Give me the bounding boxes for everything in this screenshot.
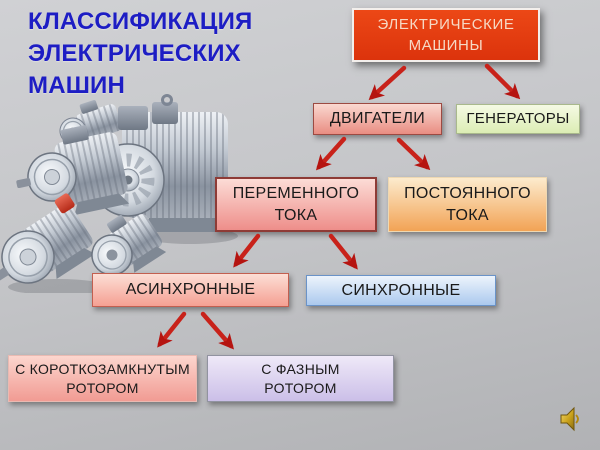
node-label: ПЕРЕМЕННОГО [232, 184, 360, 202]
speaker-icon[interactable] [557, 403, 585, 435]
arrow-motors-to-ac [315, 136, 347, 171]
arrow-async-to-wound [200, 311, 235, 350]
arrow-motors-to-dc [396, 137, 431, 171]
title-line-1: КЛАССИФИКАЦИЯ [28, 8, 253, 35]
node-label: ТОКА [446, 206, 489, 224]
red-terminal-cap [54, 193, 75, 214]
node-label: С ФАЗНЫМ [261, 360, 340, 377]
node-ac-current: ПЕРЕМЕННОГО ТОКА [215, 177, 377, 232]
motor-bottom-small [91, 214, 167, 276]
node-label: ПОСТОЯННОГО [404, 184, 531, 202]
node-label: ЭЛЕКТРИЧЕСКИЕ [377, 16, 515, 33]
node-label: МАШИНЫ [408, 37, 484, 54]
electric-motors-photo [0, 94, 238, 293]
node-squirrel-cage-rotor: С КОРОТКОЗАМКНУТЫМ РОТОРОМ [8, 355, 197, 402]
node-wound-rotor: С ФАЗНЫМ РОТОРОМ [207, 355, 394, 402]
title-line-2: ЭЛЕКТРИЧЕСКИХ [28, 40, 241, 67]
node-dc-current: ПОСТОЯННОГО ТОКА [388, 177, 547, 232]
page-title: КЛАССИФИКАЦИЯ ЭЛЕКТРИЧЕСКИХ МАШИН [28, 6, 298, 102]
node-label: ГЕНЕРАТОРЫ [466, 109, 570, 127]
node-label: АСИНХРОННЫЕ [125, 281, 256, 298]
motor-bottom-left [0, 193, 96, 284]
node-label: ДВИГАТЕЛИ [329, 110, 426, 127]
motor-medium-left [16, 125, 130, 216]
node-label: РОТОРОМ [264, 379, 337, 396]
arrow-async-to-cage [157, 311, 187, 348]
node-label: ТОКА [274, 206, 318, 224]
arrow-ac-to-sync [328, 233, 358, 270]
arrow-root-to-motors [368, 65, 407, 101]
node-electric-machines: ЭЛЕКТРИЧЕСКИЕ МАШИНЫ [352, 8, 540, 62]
node-label: СИНХРОННЫЕ [341, 281, 461, 299]
node-asynchronous: АСИНХРОННЫЕ [92, 273, 289, 307]
node-synchronous: СИНХРОННЫЕ [306, 275, 496, 306]
title-line-3: МАШИН [28, 72, 126, 99]
node-generators: ГЕНЕРАТОРЫ [456, 104, 580, 134]
node-motors: ДВИГАТЕЛИ [313, 103, 442, 135]
arrow-root-to-generators [484, 63, 521, 100]
node-label: С КОРОТКОЗАМКНУТЫМ [15, 360, 190, 377]
node-label: РОТОРОМ [66, 379, 139, 396]
